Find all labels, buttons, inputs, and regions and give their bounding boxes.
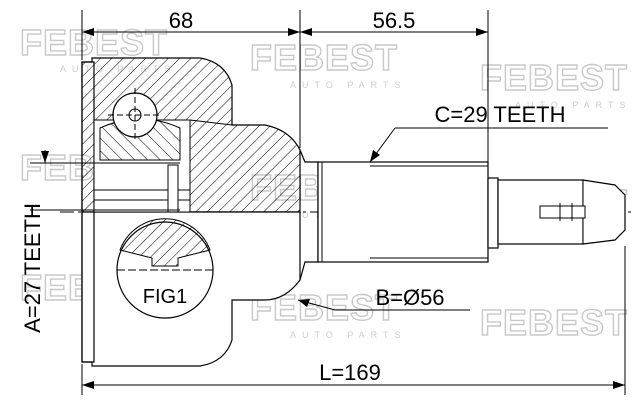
- watermark-sub-2: AUTO PARTS: [290, 80, 407, 90]
- dimension-68-label: 68: [169, 8, 193, 33]
- watermark-text-1: FEBEST: [20, 22, 168, 63]
- watermark-sub-6: AUTO PARTS: [290, 330, 407, 340]
- watermark-text-3: FEBEST: [480, 57, 628, 98]
- watermark-text-9: FEBEST: [480, 302, 628, 343]
- dimension-lines: [30, 10, 626, 395]
- inner-spline-teeth-label: A=27 TEETH: [20, 203, 45, 333]
- outer-spline-teeth-label: C=29 TEETH: [434, 102, 565, 127]
- watermark-sub-3: AUTO PARTS: [515, 100, 632, 110]
- fig1-spline-circle: [116, 218, 214, 319]
- watermark-text-2: FEBEST: [250, 37, 398, 78]
- abs-diameter-label: B=Ø56: [375, 285, 444, 310]
- overall-length-label: L=169: [319, 360, 381, 385]
- output-shaft: [299, 149, 626, 281]
- ball-detail: [108, 88, 162, 142]
- dimension-56-5-label: 56.5: [373, 8, 416, 33]
- fig1-label: FIG1: [143, 286, 187, 308]
